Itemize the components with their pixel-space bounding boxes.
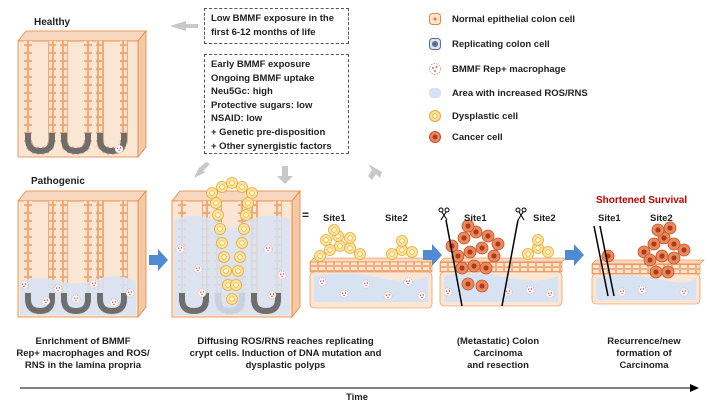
- caption-line: formation of: [616, 348, 672, 359]
- caption-line: RNS in the lamina propria: [24, 360, 142, 371]
- site1-label: Site1: [598, 213, 621, 224]
- caption-recurrence: Recurrence/new formation of Carcinoma: [594, 336, 694, 372]
- time-label: Time: [346, 392, 369, 403]
- legend-label: Dysplastic cell: [452, 110, 519, 122]
- caption-line: crypt cells. Induction of DNA mutation a…: [189, 348, 382, 359]
- low-exposure-line: first 6-12 months of life: [211, 26, 316, 38]
- grey-arrow-down-left: [194, 162, 210, 178]
- cancer-cell-icon: [429, 131, 441, 143]
- caption-line: Enrichment of BMMF: [35, 336, 131, 347]
- equals-sign: =: [302, 208, 310, 222]
- legend-label: Replicating colon cell: [452, 38, 550, 50]
- risk-factor-line: + Genetic pre-disposition: [211, 126, 326, 138]
- site-panel-dysplastic: [309, 224, 437, 309]
- risk-factors-box: Early BMMF exposure Ongoing BMMF uptake …: [204, 54, 349, 154]
- scissors-icon: [438, 207, 450, 221]
- stage-arrow-2: [423, 244, 442, 266]
- risk-factor-line: Early BMMF exposure: [211, 59, 311, 70]
- caption-enrichment: Enrichment of BMMF Rep+ macrophages and …: [8, 336, 158, 372]
- dysplastic-crypt: [172, 177, 300, 318]
- risk-factor-line: Neu5Gc: high: [211, 86, 273, 98]
- caption-line: Recurrence/new: [607, 336, 681, 347]
- caption-line: and resection: [467, 360, 529, 371]
- pathogenic-label: Pathogenic: [31, 176, 85, 187]
- risk-factor-line: + Other synergistic factors: [211, 140, 332, 152]
- site-panel-carcinoma: [439, 219, 567, 307]
- healthy-crypt: [18, 31, 146, 157]
- risk-factor-line: NSAID: low: [211, 113, 263, 125]
- legend-item-macrophage: BMMF Rep+ macrophage: [428, 62, 566, 76]
- risk-factor-line: Ongoing BMMF uptake: [211, 72, 315, 84]
- caption-line: dysplastic polyps: [245, 360, 326, 371]
- legend-item-ros: Area with increased ROS/RNS: [428, 86, 588, 100]
- low-exposure-line: Low BMMF exposure in the: [211, 13, 334, 24]
- site1-label: Site1: [464, 213, 487, 224]
- ros-area-icon: [429, 88, 441, 98]
- healthy-label: Healthy: [34, 17, 71, 28]
- stage-arrow-3: [565, 244, 584, 266]
- site2-label: Site2: [650, 213, 673, 224]
- caption-line: Rep+ macrophages and ROS/: [16, 348, 150, 359]
- macrophage-icon: [429, 63, 441, 75]
- caption-line: Carcinoma: [619, 360, 669, 371]
- site2-label: Site2: [385, 213, 408, 224]
- legend-item-cancer: Cancer cell: [428, 130, 503, 144]
- pathogenic-crypt: [18, 191, 146, 317]
- scissors-icon: [515, 207, 527, 221]
- time-axis-arrowhead: [690, 384, 699, 392]
- grey-arrow-left: [170, 21, 198, 31]
- low-exposure-box: Low BMMF exposure in the first 6-12 mont…: [204, 8, 349, 44]
- legend-label: Normal epithelial colon cell: [452, 13, 576, 25]
- grey-arrow-down: [277, 166, 293, 184]
- legend-item-dysplastic: Dysplastic cell: [428, 109, 518, 123]
- caption-diffusing: Diffusing ROS/RNS reaches replicating cr…: [178, 336, 393, 372]
- site1-label: Site1: [323, 213, 346, 224]
- legend-label: Cancer cell: [452, 131, 503, 143]
- replicating-cell-icon: [429, 38, 441, 50]
- caption-line: (Metastatic) Colon: [456, 336, 540, 347]
- normal-cell-icon: [429, 13, 441, 25]
- legend-label: Area with increased ROS/RNS: [452, 87, 588, 99]
- grey-arrow-down-right: [368, 164, 382, 180]
- dysplastic-cell-icon: [429, 110, 441, 122]
- caption-line: Diffusing ROS/RNS reaches replicating: [197, 336, 374, 347]
- legend-item-normal: Normal epithelial colon cell: [428, 12, 575, 26]
- stage-arrow-1: [149, 249, 168, 271]
- legend-label: BMMF Rep+ macrophage: [452, 63, 566, 75]
- shortened-survival-label: Shortened Survival: [596, 195, 688, 206]
- site2-label: Site2: [533, 213, 556, 224]
- legend-item-replicating: Replicating colon cell: [428, 37, 550, 51]
- site-panel-recurrence: [591, 221, 705, 305]
- risk-factor-line: Protective sugars: low: [211, 99, 313, 111]
- caption-carcinoma: (Metastatic) Colon Carcinoma and resecti…: [443, 336, 553, 372]
- caption-line: Carcinoma: [473, 348, 523, 359]
